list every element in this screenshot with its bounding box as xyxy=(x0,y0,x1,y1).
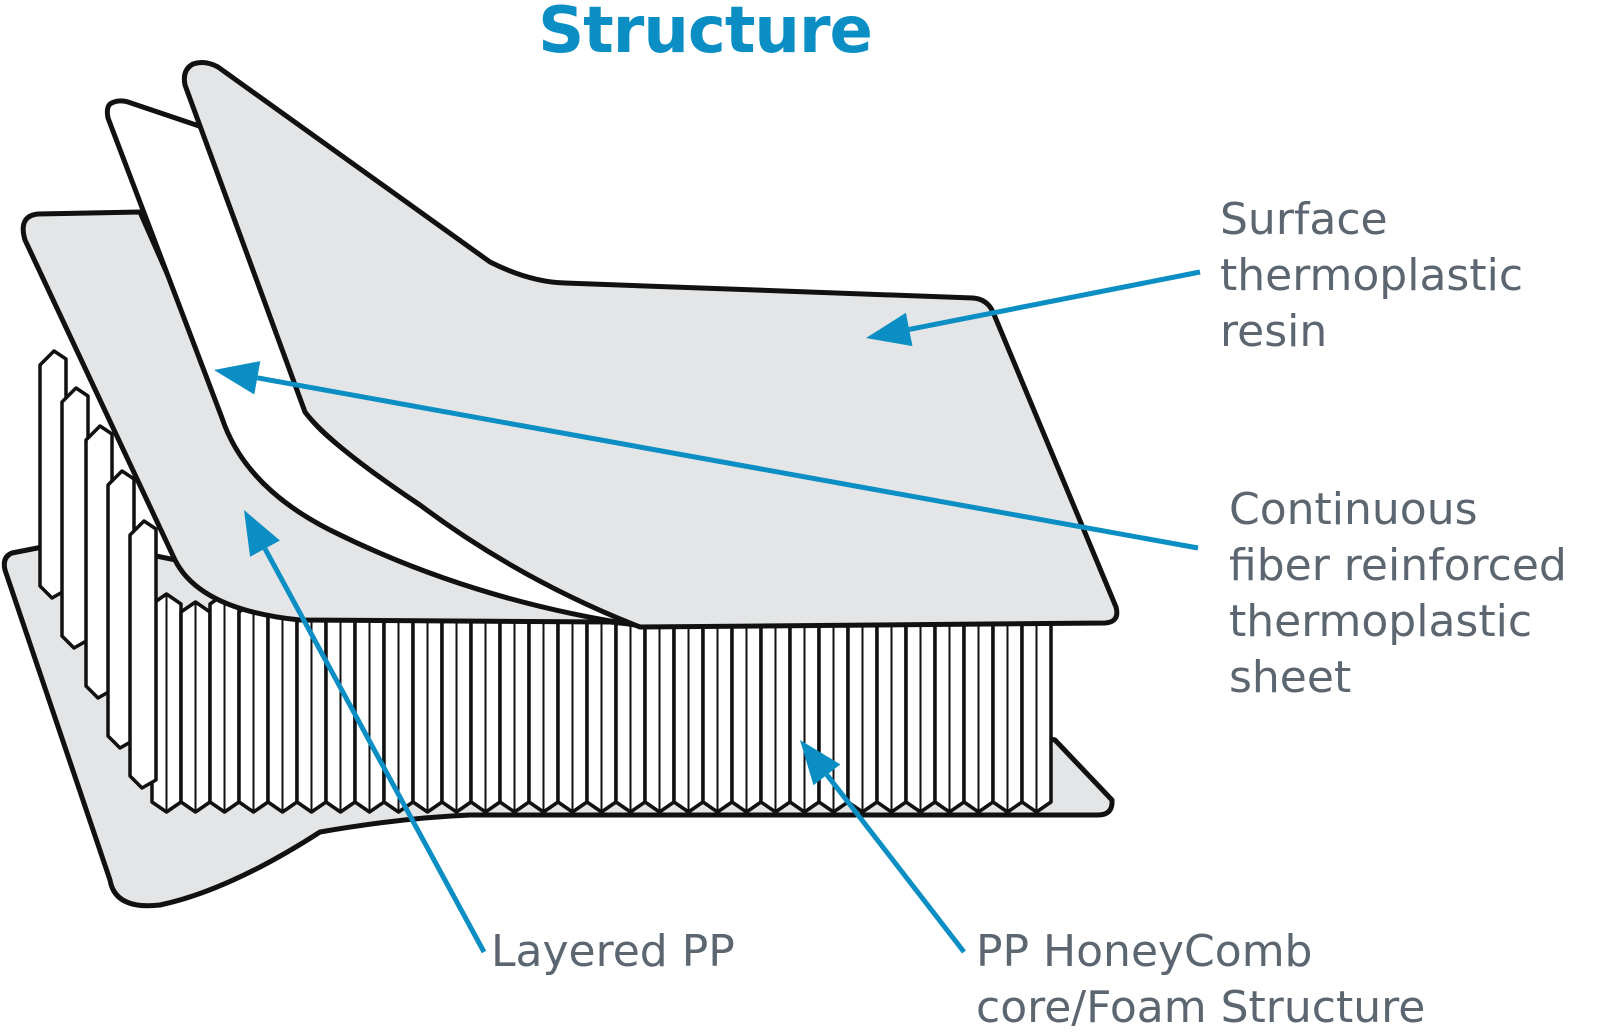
label-line: core/Foam Structure xyxy=(976,982,1426,1033)
label-surface-resin: Surface thermoplastic resin xyxy=(1220,192,1523,360)
surface-resin-sheet xyxy=(181,60,1120,630)
callout-arrows xyxy=(214,269,1201,954)
label-line: fiber reinforced xyxy=(1229,540,1567,591)
arrow-layered-pp xyxy=(244,510,487,954)
label-line: thermoplastic xyxy=(1229,596,1533,647)
honeycomb-core xyxy=(38,349,1053,814)
label-line: PP HoneyComb xyxy=(976,926,1313,977)
honeycomb-cell xyxy=(60,386,90,650)
label-line: thermoplastic xyxy=(1220,250,1524,301)
label-line: Continuous xyxy=(1229,484,1478,535)
label-fiber-sheet: Continuous fiber reinforced thermoplasti… xyxy=(1229,482,1567,706)
label-line: Surface xyxy=(1220,194,1388,245)
diagram-title: Structure xyxy=(538,0,873,68)
honeycomb-cell xyxy=(128,519,158,790)
arrow-fiber-sheet xyxy=(214,361,1199,551)
label-line: Layered PP xyxy=(491,926,735,977)
label-line: resin xyxy=(1220,306,1328,357)
label-line: sheet xyxy=(1229,652,1352,703)
arrow-surface-resin xyxy=(866,269,1201,347)
label-layered-pp: Layered PP xyxy=(491,924,735,980)
label-honeycomb-core: PP HoneyComb core/Foam Structure xyxy=(976,924,1425,1036)
arrow-honeycomb-core xyxy=(800,740,966,954)
